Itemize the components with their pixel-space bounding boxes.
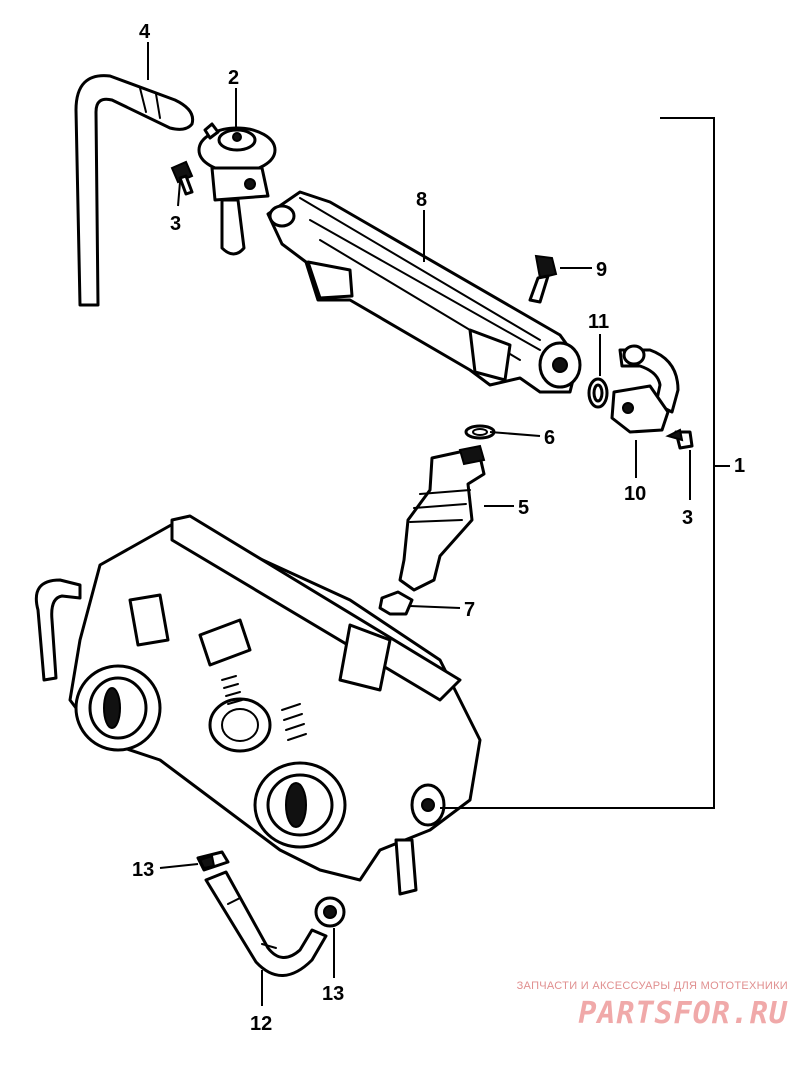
vacuum-hose-part-4 [74,74,195,307]
callout-3-right: 3 [682,507,693,529]
hose-part-12 [204,870,328,977]
throttle-body-assembly [34,514,482,896]
bolt-part-3-left [170,160,194,196]
cushion-part-7 [378,590,414,616]
callout-10: 10 [624,483,646,505]
callout-9: 9 [596,259,607,281]
callout-1: 1 [734,455,745,477]
watermark-logo[interactable]: PARTSFOR.RU [578,996,788,1031]
fuel-rail-part-8 [266,190,582,394]
callout-6: 6 [544,427,555,449]
callout-7: 7 [464,599,475,621]
bolt-part-3-right [665,428,694,450]
pressure-regulator-part-2 [197,122,277,256]
fuel-injector-part-5 [398,444,486,592]
callout-8: 8 [416,189,427,211]
callout-3-left: 3 [170,213,181,235]
callout-13-upper: 13 [132,859,154,881]
fuel-joint-part-10 [610,344,680,434]
callout-4: 4 [139,21,151,43]
watermark-tagline: ЗАПЧАСТИ И АКСЕССУАРЫ ДЛЯ МОТОТЕХНИКИ [516,980,788,992]
clip-part-13-upper [196,850,230,872]
clip-part-13-lower [314,896,346,928]
callout-12: 12 [250,1013,272,1035]
callout-2: 2 [228,67,239,89]
bolt-part-9 [528,254,592,304]
callout-11: 11 [588,311,609,333]
callout-5: 5 [518,497,529,519]
o-ring-part-11 [587,377,609,409]
callout-13-lower: 13 [322,983,344,1005]
seal-part-6 [464,424,496,440]
assembly-bracket-1 [440,117,715,809]
leader-lines [147,42,691,1006]
